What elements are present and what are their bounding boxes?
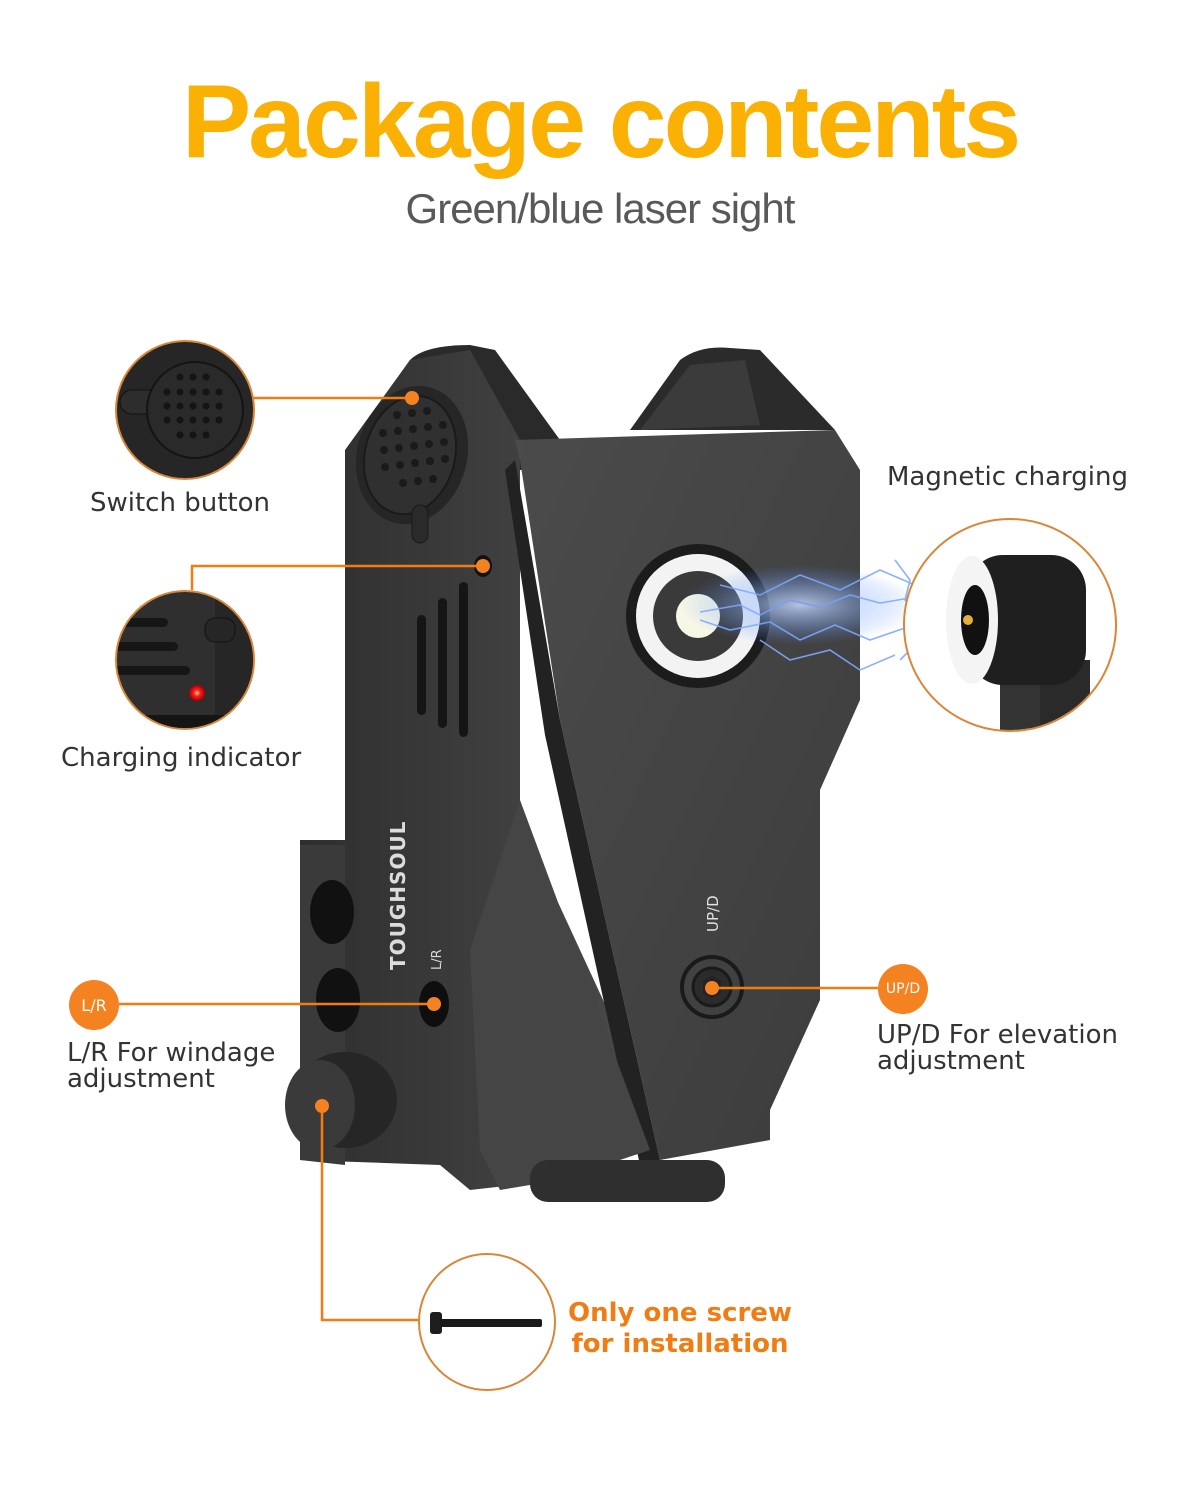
callout-lines [119, 396, 878, 1322]
red-indicator-light-icon [189, 685, 205, 701]
electric-spark-effect [680, 559, 946, 671]
windage-label: L/R For windage adjustment [67, 1038, 276, 1094]
callout-dots [315, 391, 719, 1113]
vent-slots [417, 582, 468, 737]
charging-indicator-label: Charging indicator [61, 743, 302, 773]
switch-button-label: Switch button [90, 488, 270, 518]
page-title: Package contents [181, 64, 1021, 180]
upd-engraving: UP/D [704, 895, 722, 932]
lr-engraving: L/R [430, 949, 445, 970]
laser-sight-body: TOUGHSOUL L/R UP/D [285, 345, 860, 1202]
upd-badge: UP/D [878, 964, 928, 1014]
magnetic-charger-zoom [903, 518, 1117, 732]
brand-logo-text: TOUGHSOUL [386, 821, 410, 970]
switch-button-on-device [355, 385, 469, 544]
elevation-label: UP/D For elevation adjustment [877, 1020, 1118, 1076]
screw-label: Only one screw for installation [568, 1298, 792, 1359]
screw-zoom [418, 1253, 556, 1391]
screw-shaft-icon [440, 1319, 542, 1327]
charging-indicator-zoom [115, 590, 255, 730]
page-subtitle: Green/blue laser sight [405, 185, 796, 232]
magnetic-charging-label: Magnetic charging [887, 462, 1128, 492]
windage-knob [285, 1052, 397, 1150]
screw-head-icon [430, 1312, 442, 1334]
lr-badge: L/R [69, 980, 119, 1030]
switch-button-zoom [115, 340, 255, 480]
